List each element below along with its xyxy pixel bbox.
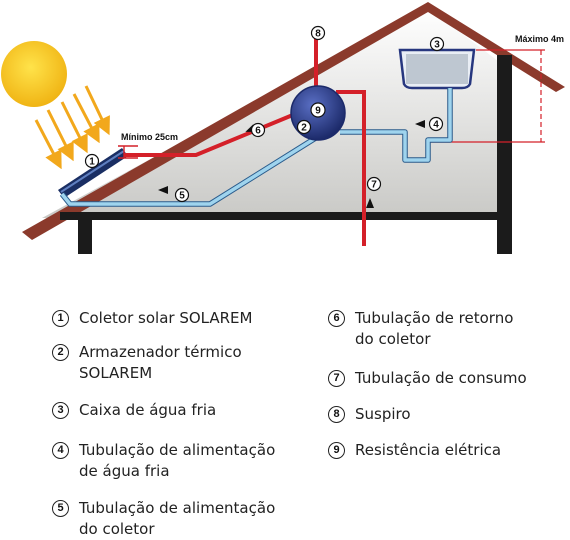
left-wall — [78, 212, 92, 254]
legend-item-9: 9 Resistência elétrica — [328, 440, 501, 461]
cold-pipes-fill — [60, 88, 452, 206]
callout-5: 5 — [174, 187, 190, 203]
minimum-height-label: Mínimo 25cm — [121, 132, 178, 142]
svg-text:8: 8 — [315, 29, 321, 40]
legend-item-1: 1 Coletor solar SOLAREM — [52, 308, 252, 329]
callout-6: 6 — [250, 122, 266, 138]
legend-label: Suspiro — [355, 405, 411, 423]
legend-number: 2 — [52, 344, 69, 361]
legend-label: Caixa de água fria — [79, 401, 217, 419]
svg-text:4: 4 — [433, 120, 439, 131]
legend-number: 7 — [328, 370, 345, 387]
right-wall — [497, 55, 512, 254]
svg-text:3: 3 — [434, 40, 440, 51]
svg-text:2: 2 — [301, 123, 307, 134]
legend-item-8: 8 Suspiro — [328, 404, 411, 425]
legend-item-3: 3 Caixa de água fria — [52, 400, 216, 421]
legend-label: Tubulação de consumo — [355, 369, 527, 387]
legend-number: 6 — [328, 310, 345, 327]
legend-number: 1 — [52, 310, 69, 327]
solar-heating-diagram: Mínimo 25cm Máximo 4m 1 — [1, 2, 565, 254]
solar-collector — [58, 148, 128, 198]
svg-text:1: 1 — [89, 157, 95, 168]
callout-7: 7 — [366, 176, 382, 192]
svg-text:6: 6 — [255, 126, 261, 137]
legend-number: 9 — [328, 442, 345, 459]
legend-label: Coletor solar SOLAREM — [79, 309, 253, 327]
callout-8: 8 — [310, 25, 326, 41]
sun-icon — [1, 41, 67, 107]
legend-item-7: 7 Tubulação de consumo — [328, 368, 527, 389]
ceiling-slab — [60, 212, 500, 220]
callout-1: 1 — [84, 153, 100, 169]
legend-label: Resistência elétrica — [355, 441, 502, 459]
cold-water-tank — [398, 48, 476, 90]
callout-9: 9 — [310, 102, 326, 118]
maximum-height-label: Máximo 4m — [515, 34, 564, 44]
legend-number: 5 — [52, 500, 69, 517]
callout-3: 3 — [429, 36, 445, 52]
legend-number: 3 — [52, 402, 69, 419]
callout-4: 4 — [428, 116, 444, 132]
legend: 1 Coletor solar SOLAREM 2 Armazenador té… — [0, 300, 570, 538]
legend-number: 8 — [328, 406, 345, 423]
svg-text:5: 5 — [179, 191, 185, 202]
svg-text:7: 7 — [371, 180, 377, 191]
hot-pipes — [124, 35, 366, 246]
svg-text:9: 9 — [315, 106, 321, 117]
sun-rays — [34, 85, 110, 170]
legend-number: 4 — [52, 442, 69, 459]
callout-2: 2 — [296, 119, 312, 135]
